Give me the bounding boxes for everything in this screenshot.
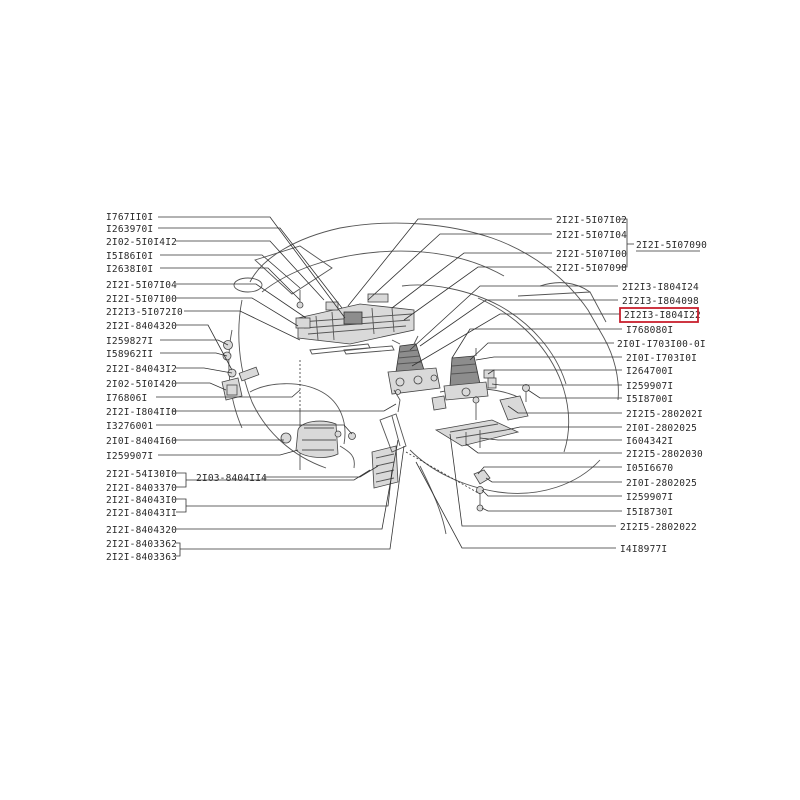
part-number-label: 2I2I3-I804098 [622, 296, 699, 307]
part-number-label: 2I2I-8403370 [106, 483, 177, 494]
part-number-label: 2I2I-8404320 [106, 525, 177, 536]
part-number-label: 2I0I-8404I60 [106, 436, 177, 447]
part-number-label: 2I0I-I703I0I [626, 353, 697, 364]
part-number-label: 2I2I-5I07I00 [106, 294, 177, 305]
part-number-label: 2I2I-54I30I0 [106, 469, 177, 480]
part-number-label: I604342I [626, 436, 673, 447]
part-number-label: 2I2I-8403362 [106, 539, 177, 550]
part-number-label: I05I6670 [626, 463, 673, 474]
right-labels: 2I2I-5I07I02 2I2I-5I07I04 2I2I-5I07I00 2… [556, 215, 707, 555]
part-number-label: 2I0I-2802025 [626, 423, 697, 434]
part-number-label: I263970I [106, 224, 153, 235]
part-number-label: I264700I [626, 366, 673, 377]
part-number-label: I768080I [626, 325, 673, 336]
part-number-label: I259907I [626, 492, 673, 503]
part-number-label: I259827I [106, 336, 153, 347]
highlight-box [619, 307, 699, 323]
part-number-label: I2638I0I [106, 264, 153, 275]
highlighted-part-number: 2I2I3-I804I22 [624, 310, 701, 321]
part-number-label: 2I2I-5I07I04 [106, 280, 177, 291]
part-number-label: I259907I [106, 451, 153, 462]
part-number-label: 2I2I-5I07I00 [556, 249, 627, 260]
part-number-label: I3276001 [106, 421, 153, 432]
part-number-label: 2I2I-8403363 [106, 552, 177, 563]
part-number-label: 2I2I-5I07098 [556, 263, 627, 274]
part-number-label: 2I2I-84043I2 [106, 364, 177, 375]
part-number-label: I5I86I0I [106, 251, 153, 262]
part-number-label: 2I0I-I703I00-0I [617, 339, 706, 350]
part-number-label: 2I2I-84043II [106, 508, 177, 519]
leader-lines [156, 216, 634, 557]
part-number-label: 2I02-5I0I4I2 [106, 237, 177, 248]
part-number-label: 2I2I5-2802022 [620, 522, 697, 533]
part-number-label: 2I2I-I804II0 [106, 407, 177, 418]
group-part-label: 2I2I-5I07090 [636, 240, 707, 251]
part-number-label: 2I2I-8404320 [106, 321, 177, 332]
part-number-label: 2I0I-2802025 [626, 478, 697, 489]
part-number-label: I58962II [106, 349, 153, 360]
part-number-label: I4I8977I [620, 544, 667, 555]
part-number-label: I76806I [106, 393, 147, 404]
part-number-label: I5I8730I [626, 507, 673, 518]
part-number-label: 2I2I-5I07I04 [556, 230, 627, 241]
part-number-label: 2I2I5-2802030 [626, 449, 703, 460]
part-number-label: 2I02-5I0I420 [106, 379, 177, 390]
part-number-label: 2I2I3-I804I24 [622, 282, 699, 293]
center-part-label: 2I03-8404II4 [196, 473, 267, 484]
part-number-label: 2I2I-5I07I02 [556, 215, 627, 226]
part-number-label: I767II0I [106, 212, 153, 223]
part-number-label: 2I2I3-5I072I0 [106, 307, 183, 318]
part-number-label: 2I2I5-280202I [626, 409, 703, 420]
part-number-label: I5I8700I [626, 394, 673, 405]
left-labels: I767II0I I263970I 2I02-5I0I4I2 I5I86I0I … [106, 212, 267, 563]
parts-drawings [221, 290, 530, 512]
part-number-label: I259907I [626, 381, 673, 392]
part-number-label: 2I2I-84043I0 [106, 495, 177, 506]
